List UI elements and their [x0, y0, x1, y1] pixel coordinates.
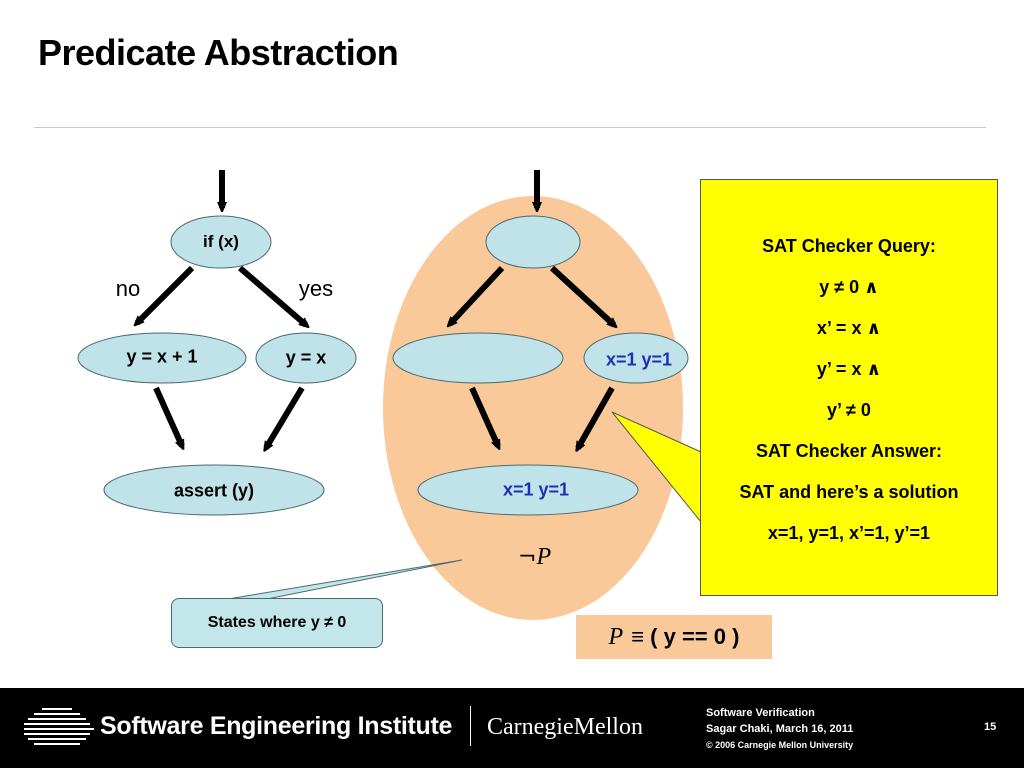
states-callout-tail: [221, 559, 463, 601]
negation-symbol: ¬: [518, 545, 537, 570]
node-inc-label: y = x + 1: [126, 346, 198, 367]
predicate-expr: ≡ ( y == 0 ): [631, 624, 740, 649]
left-cfg-nodes: [77, 215, 357, 516]
sat-line: SAT and here’s a solution: [739, 482, 959, 502]
footer-separator: [470, 706, 471, 746]
sat-line: x=1, y=1, x’=1, y’=1: [767, 523, 931, 543]
node-assign-label: y = x: [285, 347, 327, 368]
author-date: Sagar Chaki, March 16, 2011: [706, 723, 854, 735]
node-abs-right: [583, 332, 689, 384]
edge-right-br: [578, 386, 615, 448]
slide-title: Predicate Abstraction: [38, 32, 399, 73]
diagram-canvas: [77, 170, 702, 620]
footer-info: Software Verification Sagar Chaki, March…: [706, 705, 853, 753]
node-assert: [103, 464, 325, 516]
footer-bar: Software Engineering Institute CarnegieM…: [0, 688, 1024, 768]
node-abs-bottom-label: x=1 y=1: [502, 479, 570, 500]
node-assert-label: assert (y): [173, 480, 255, 501]
edge-yes: [238, 265, 306, 325]
node-assign: [255, 332, 357, 384]
states-callout: States where y ≠ 0: [171, 598, 383, 648]
left-cfg-edges: [137, 170, 306, 448]
edge-no: [137, 265, 195, 323]
edge-inc-assert: [153, 386, 185, 446]
sat-line: y ≠ 0 ∧: [819, 277, 879, 297]
sat-line: y’ = x ∧: [816, 359, 882, 379]
abstract-region: [383, 196, 683, 620]
not-p-label: ¬P: [518, 544, 551, 571]
node-abs-right-label: x=1 y=1: [605, 349, 673, 370]
edge-right-bl: [469, 386, 501, 446]
node-if: [170, 215, 272, 269]
copyright: © 2006 Carnegie Mellon University: [706, 740, 854, 750]
right-cfg-nodes: [392, 215, 689, 516]
cmu-wordmark: CarnegieMellon: [487, 714, 643, 740]
edge-right-left: [450, 265, 505, 324]
right-cfg-edges: [450, 170, 614, 448]
edge-assign-assert: [266, 386, 305, 448]
predicate-symbol: P: [608, 623, 624, 650]
node-inc: [77, 332, 247, 384]
edge-right-right: [549, 265, 614, 325]
sat-line: SAT Checker Query:: [762, 236, 936, 256]
branch-no-label: no: [115, 276, 141, 301]
node-if-label: if (x): [203, 232, 239, 251]
predicate-definition: P ≡ ( y == 0 ): [576, 615, 772, 659]
p-symbol: P: [536, 544, 552, 570]
sat-line: y’ ≠ 0: [827, 400, 871, 420]
node-abs-bottom: [417, 464, 639, 516]
node-abs-left: [392, 332, 564, 384]
sat-panel-text: SAT Checker Query: y ≠ 0 ∧ x’ = x ∧ y’ =…: [700, 232, 998, 560]
node-abs-top: [485, 215, 581, 269]
course-name: Software Verification: [706, 707, 815, 719]
sat-line: SAT Checker Answer:: [755, 441, 943, 461]
sei-logo-icon: [24, 708, 94, 745]
sat-panel: [700, 179, 998, 596]
page-number: 15: [984, 721, 997, 733]
sat-line: x’ = x ∧: [816, 318, 882, 338]
title-divider: [34, 127, 986, 128]
branch-yes-label: yes: [298, 276, 334, 301]
sei-name: Software Engineering Institute: [100, 712, 453, 740]
